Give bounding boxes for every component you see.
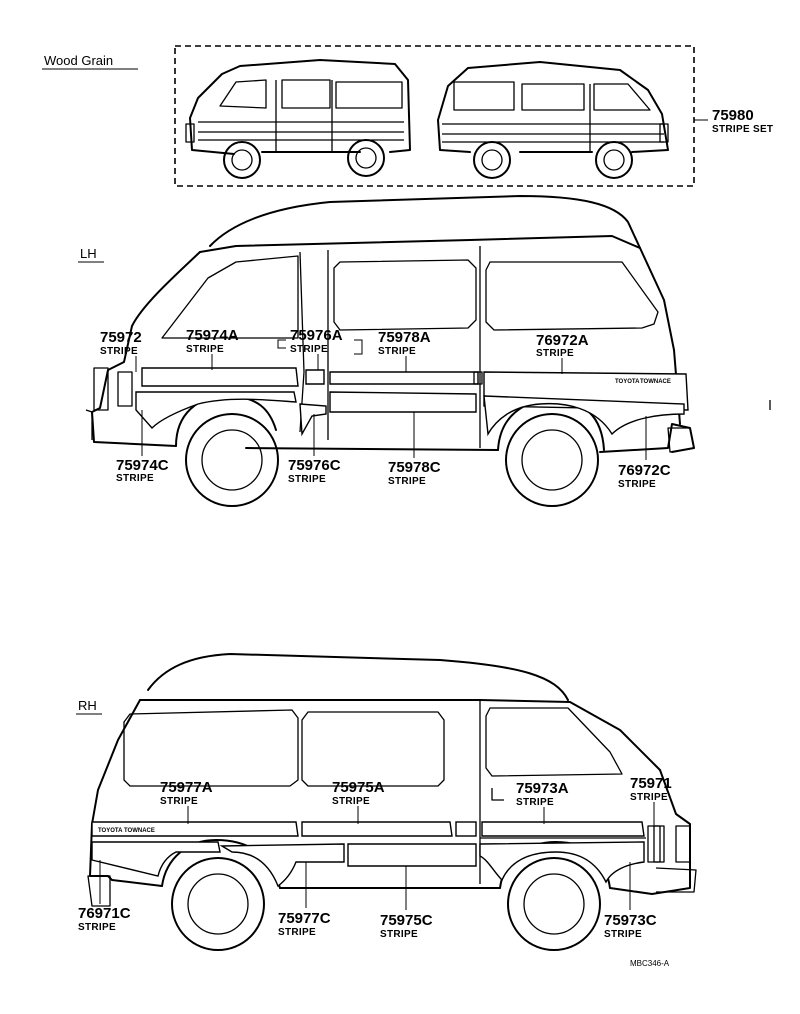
lh-part-75976c-desc: STRIPE	[288, 474, 326, 485]
lh-part-75976a-desc: STRIPE	[290, 344, 328, 355]
lh-badge-brand: TOYOTA	[615, 379, 640, 385]
diagram-code: MBC346-A	[630, 959, 670, 968]
lh-part-75974c-desc: STRIPE	[116, 473, 154, 484]
wood-grain-box	[174, 45, 695, 187]
lh-part-75974a: 75974A	[186, 327, 239, 344]
lh-part-75978c: 75978C	[388, 459, 441, 476]
lh-part-76972c: 76972C	[618, 462, 671, 479]
rh-heading: RH	[78, 698, 97, 713]
lh-part-76972c-desc: STRIPE	[618, 479, 656, 490]
rh-part-75977c: 75977C	[278, 910, 331, 927]
rh-part-75971: 75971	[630, 775, 672, 792]
rh-stripes: TOYOTA TOWNACE	[91, 821, 661, 888]
rh-part-76971c: 76971C	[78, 905, 131, 922]
rh-part-75975c: 75975C	[380, 912, 433, 929]
rh-van-outline	[87, 653, 697, 951]
lh-stripes: TOYOTA TOWNACE	[135, 367, 689, 437]
rh-part-75977c-desc: STRIPE	[278, 927, 316, 938]
rh-part-76971c-desc: STRIPE	[78, 922, 116, 933]
lh-part-75974a-desc: STRIPE	[186, 344, 224, 355]
lh-part-75978a: 75978A	[378, 329, 431, 346]
small-van-left-view	[185, 59, 411, 179]
stripe-set-part-number: 75980	[712, 107, 754, 124]
stripe-set-desc: STRIPE SET	[712, 124, 773, 135]
lh-part-75974c: 75974C	[116, 457, 169, 474]
rh-part-75975a: 75975A	[332, 779, 385, 796]
lh-labels: 75972 STRIPE 75974A STRIPE 75976A STRIPE…	[100, 327, 671, 490]
rh-part-75977a: 75977A	[160, 779, 213, 796]
lh-part-76972a: 76972A	[536, 332, 589, 349]
rh-badge-model: TOWNACE	[124, 828, 155, 834]
lh-part-75972-desc: STRIPE	[100, 346, 138, 357]
lh-part-75976a: 75976A	[290, 327, 343, 344]
rh-part-75975c-desc: STRIPE	[380, 929, 418, 940]
lh-part-75978c-desc: STRIPE	[388, 476, 426, 487]
wood-grain-heading: Wood Grain	[44, 53, 113, 68]
rh-part-75973a: 75973A	[516, 780, 569, 797]
lh-heading: LH	[80, 246, 97, 261]
rh-badge-brand: TOYOTA	[98, 828, 123, 834]
lh-part-75972: 75972	[100, 329, 142, 346]
lh-part-75976c: 75976C	[288, 457, 341, 474]
rh-part-75973c: 75973C	[604, 912, 657, 929]
small-van-right-view	[437, 61, 669, 179]
lh-part-76972a-desc: STRIPE	[536, 348, 574, 359]
rh-labels: 75977A STRIPE 75975A STRIPE 75973A STRIP…	[78, 775, 672, 940]
lh-badge-model: TOWNACE	[640, 379, 671, 385]
rh-part-75971-desc: STRIPE	[630, 792, 668, 803]
rh-part-75973a-desc: STRIPE	[516, 797, 554, 808]
lh-part-75978a-desc: STRIPE	[378, 346, 416, 357]
rh-part-75977a-desc: STRIPE	[160, 796, 198, 807]
rh-part-75973c-desc: STRIPE	[604, 929, 642, 940]
rh-part-75975a-desc: STRIPE	[332, 796, 370, 807]
